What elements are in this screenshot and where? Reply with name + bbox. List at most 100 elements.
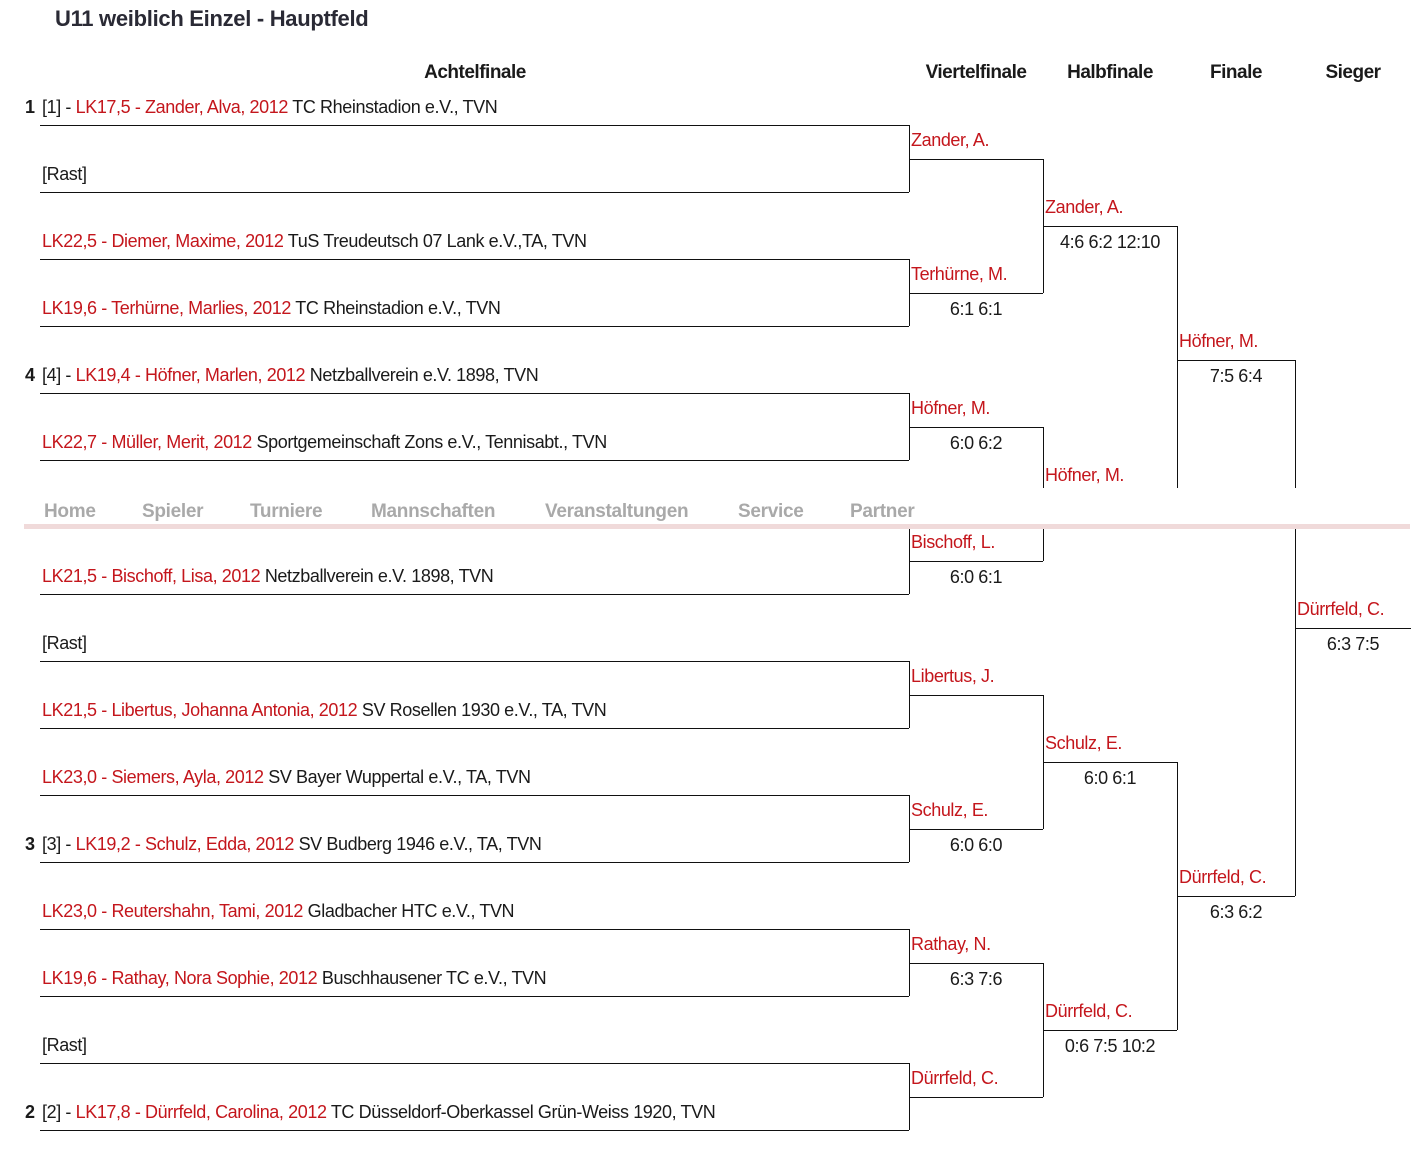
club-name: SV Budberg 1946 e.V., TA, TVN — [293, 834, 542, 854]
entry-prefix: [Rast] — [42, 1035, 87, 1055]
player-link[interactable]: LK22,5 - Diemer, Maxime, 2012 — [42, 231, 284, 251]
semifinal-score: 0:6 7:5 10:2 — [1064, 1036, 1156, 1056]
club-name: TC Düsseldorf-Oberkassel Grün-Weiss 1920… — [326, 1102, 716, 1122]
semifinal-winner[interactable]: Dürrfeld, C. — [1045, 1001, 1133, 1021]
nav-home[interactable]: Home — [44, 501, 96, 522]
bracket-entry: 4[4] - LK19,4 - Höfner, Marlen, 2012 Net… — [0, 364, 900, 386]
bracket-entry: [Rast] — [0, 632, 900, 654]
quarterfinal-winner[interactable]: Terhürne, M. — [911, 264, 1008, 284]
player-link[interactable]: LK17,8 - Dürrfeld, Carolina, 2012 — [75, 1102, 327, 1122]
quarterfinal-score: 6:0 6:1 — [949, 567, 1003, 587]
bracket-line — [40, 594, 909, 595]
nav-spieler[interactable]: Spieler — [142, 501, 204, 522]
bracket-connector — [909, 393, 910, 460]
column-header-champion: Sieger — [1325, 62, 1381, 83]
quarterfinal-winner[interactable]: Zander, A. — [911, 130, 990, 150]
club-name: Buschhausener TC e.V., TVN — [317, 968, 547, 988]
champion-score: 6:3 7:5 — [1326, 634, 1380, 654]
quarterfinal-winner[interactable]: Bischoff, L. — [911, 532, 995, 552]
seed-number: 4 — [25, 365, 35, 385]
player-link[interactable]: LK22,7 - Müller, Merit, 2012 — [42, 432, 252, 452]
bracket-line — [40, 393, 909, 394]
bracket-entry: [Rast] — [0, 163, 900, 185]
entry-prefix: [Rast] — [42, 633, 87, 653]
quarterfinal-winner[interactable]: Schulz, E. — [911, 800, 989, 820]
entry-text: [Rast] — [42, 163, 87, 185]
seed-number: 2 — [25, 1102, 35, 1122]
bracket-line — [1043, 1030, 1177, 1031]
champion-winner[interactable]: Dürrfeld, C. — [1297, 599, 1385, 619]
bracket-entry: 1 [1] - LK17,5 - Zander, Alva, 2012 TC Rh… — [0, 96, 900, 118]
bracket-line — [909, 829, 1043, 830]
semifinal-winner[interactable]: Höfner, M. — [1045, 465, 1125, 485]
bracket-entry: [Rast] — [0, 1034, 900, 1056]
nav-veranstaltungen[interactable]: Veranstaltungen — [545, 501, 689, 522]
club-name: Sportgemeinschaft Zons e.V., Tennisabt.,… — [251, 432, 608, 452]
nav-service[interactable]: Service — [738, 501, 804, 522]
player-link[interactable]: LK19,6 - Rathay, Nora Sophie, 2012 — [42, 968, 318, 988]
bracket-line — [909, 293, 1043, 294]
entry-prefix: [4] - — [42, 365, 76, 385]
bracket-connector — [909, 527, 910, 594]
final-winner[interactable]: Höfner, M. — [1179, 331, 1259, 351]
quarterfinal-score: 6:0 6:0 — [949, 835, 1003, 855]
player-link[interactable]: LK17,5 - Zander, Alva, 2012 — [75, 97, 289, 117]
nav-partner[interactable]: Partner — [850, 501, 915, 522]
entry-text: [2] - LK17,8 - Dürrfeld, Carolina, 2012 … — [42, 1101, 716, 1123]
final-winner[interactable]: Dürrfeld, C. — [1179, 867, 1267, 887]
player-link[interactable]: LK23,0 - Reutershahn, Tami, 2012 — [42, 901, 304, 921]
player-link[interactable]: LK19,4 - Höfner, Marlen, 2012 — [75, 365, 306, 385]
entry-text: LK22,7 - Müller, Merit, 2012 Sportgemein… — [42, 431, 607, 453]
quarterfinal-winner[interactable]: Libertus, J. — [911, 666, 995, 686]
bracket-entry: 2 [2] - LK17,8 - Dürrfeld, Carolina, 2012… — [0, 1101, 900, 1123]
bracket-line — [909, 561, 1043, 562]
bracket-line — [40, 1063, 909, 1064]
entry-text: [Rast] — [42, 1034, 87, 1056]
player-link[interactable]: LK21,5 - Bischoff, Lisa, 2012 — [42, 566, 261, 586]
quarterfinal-winner[interactable]: Rathay, N. — [911, 934, 991, 954]
club-name: Netzballverein e.V. 1898, TVN — [260, 566, 494, 586]
nav-mannschaften[interactable]: Mannschaften — [371, 501, 496, 522]
quarterfinal-winner[interactable]: Dürrfeld, C. — [911, 1068, 999, 1088]
player-link[interactable]: LK19,6 - Terhürne, Marlies, 2012 — [42, 298, 292, 318]
bracket-line — [40, 192, 909, 193]
player-link[interactable]: LK19,2 - Schulz, Edda, 2012 — [75, 834, 295, 854]
bracket-line — [1043, 762, 1177, 763]
entry-prefix: [1] - — [42, 97, 76, 117]
semifinal-winner[interactable]: Schulz, E. — [1045, 733, 1123, 753]
main-navigation: Home Spieler Turniere Mannschaften Veran… — [24, 488, 1410, 529]
entry-text: LK23,0 - Siemers, Ayla, 2012 SV Bayer Wu… — [42, 766, 531, 788]
entry-prefix: [Rast] — [42, 164, 87, 184]
entry-text: LK19,6 - Terhürne, Marlies, 2012 TC Rhei… — [42, 297, 501, 319]
bracket-line — [909, 695, 1043, 696]
player-link[interactable]: LK23,0 - Siemers, Ayla, 2012 — [42, 767, 264, 787]
quarterfinal-winner[interactable]: Höfner, M. — [911, 398, 991, 418]
bracket-entry: LK21,5 - Bischoff, Lisa, 2012 Netzballve… — [0, 565, 900, 587]
entry-text: [Rast] — [42, 632, 87, 654]
player-link[interactable]: LK21,5 - Libertus, Johanna Antonia, 2012 — [42, 700, 358, 720]
bracket-connector — [909, 661, 910, 728]
page-title: U11 weiblich Einzel - Hauptfeld — [55, 6, 369, 31]
bracket-connector — [909, 929, 910, 996]
bracket-line — [40, 795, 909, 796]
club-name: SV Bayer Wuppertal e.V., TA, TVN — [263, 767, 531, 787]
final-score: 7:5 6:4 — [1209, 366, 1263, 386]
seed-number: 1 — [25, 97, 35, 117]
bracket-entry: LK22,7 - Müller, Merit, 2012 Sportgemein… — [0, 431, 900, 453]
entry-text: LK22,5 - Diemer, Maxime, 2012 TuS Treude… — [42, 230, 587, 252]
club-name: TC Rheinstadion e.V., TVN — [291, 298, 501, 318]
bracket-line — [1295, 628, 1411, 629]
nav-turniere[interactable]: Turniere — [250, 501, 323, 522]
bracket-line — [40, 326, 909, 327]
entry-text: LK21,5 - Libertus, Johanna Antonia, 2012… — [42, 699, 607, 721]
entry-text: [3] - LK19,2 - Schulz, Edda, 2012 SV Bud… — [42, 833, 542, 855]
entry-prefix: [3] - — [42, 834, 76, 854]
club-name: TC Rheinstadion e.V., TVN — [287, 97, 498, 117]
quarterfinal-score: 6:3 7:6 — [949, 969, 1003, 989]
bracket-connector — [909, 795, 910, 862]
quarterfinal-score: 6:1 6:1 — [949, 299, 1003, 319]
seed-number: 3 — [25, 834, 35, 854]
semifinal-winner[interactable]: Zander, A. — [1045, 197, 1124, 217]
club-name: SV Rosellen 1930 e.V., TA, TVN — [357, 700, 607, 720]
bracket-line — [909, 159, 1043, 160]
